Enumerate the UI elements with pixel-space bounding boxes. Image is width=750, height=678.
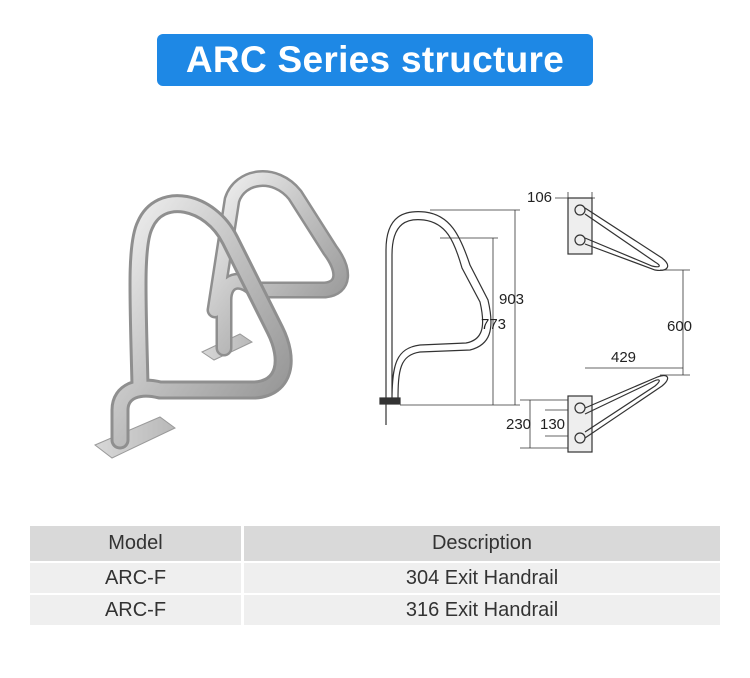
page-title-text: ARC Series structure [185,39,565,80]
base-plate-front [94,416,176,459]
dim-span: 600 [667,318,692,335]
cell-model: ARC-F [30,595,244,625]
table-row: ARC-F 304 Exit Handrail [30,563,720,593]
cell-description: 316 Exit Handrail [244,595,720,625]
dim-plate-outer: 230 [506,416,531,433]
dim-height-inner: 773 [481,316,506,333]
product-drawings: 903 773 106 600 [94,170,692,459]
dim-plate-inner: 130 [540,416,565,433]
dim-height-outer: 903 [499,291,524,308]
dim-base-width: 429 [611,349,636,366]
handrail-photo [94,170,350,459]
dim-top-width: 106 [527,189,552,206]
cell-description: 304 Exit Handrail [244,563,720,593]
top-view-lower [520,367,690,453]
header-description: Description [244,526,720,561]
page-title: ARC Series structure [157,34,593,86]
top-view-upper [555,192,690,375]
spec-table: Model Description ARC-F 304 Exit Handrai… [30,524,720,627]
table-row: ARC-F 316 Exit Handrail [30,595,720,625]
cell-model: ARC-F [30,563,244,593]
table-header-row: Model Description [30,526,720,561]
header-model: Model [30,526,244,561]
product-figure-area: 903 773 106 600 [0,150,750,490]
side-elevation-drawing [379,209,520,425]
